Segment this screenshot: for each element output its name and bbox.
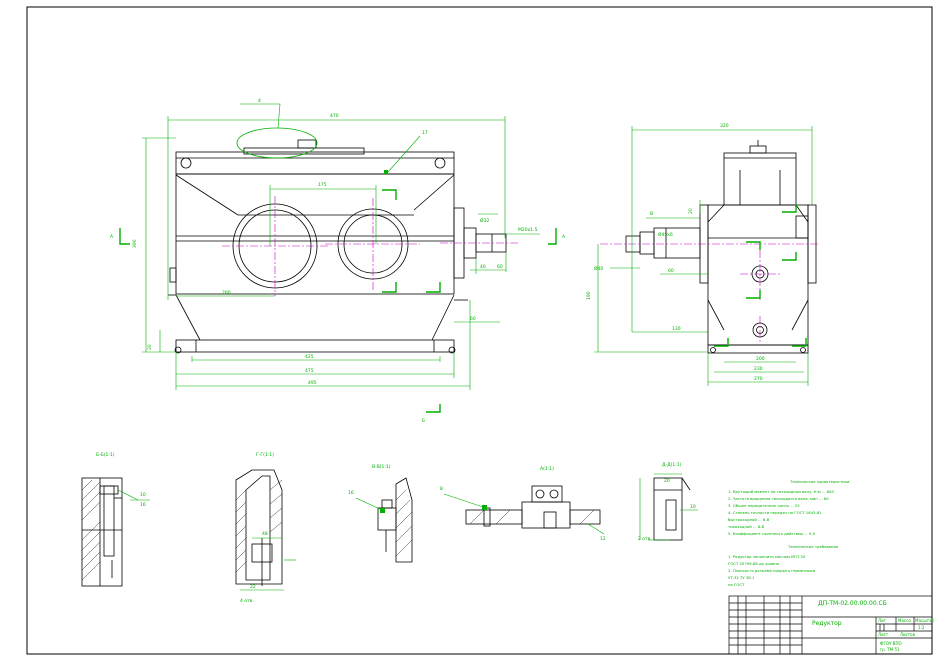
tech-line-5: быстроходной ... 8-В — [728, 517, 770, 522]
tb-scale-value: 1:2 — [918, 625, 925, 630]
detail-2-label: Г-Г(1:1) — [256, 452, 274, 458]
dim-side-axis: 190 — [586, 291, 592, 300]
detail-3-dim1: 16 — [348, 490, 354, 496]
dim-side-b: 60 — [668, 268, 674, 274]
detail-flange-section: Г-Г(1:1) 48 22 4 отв. — [235, 452, 296, 604]
dim-side-a: Ø40 — [594, 265, 603, 272]
tb-sheets: Листов — [900, 632, 916, 637]
detail-5-dim1: 20 — [664, 478, 670, 484]
main-dimensions — [142, 103, 540, 390]
tech-line-4: 4. Степень точности передач по ГОСТ 1643… — [728, 510, 822, 515]
drawing-designation: ДП-ТМ-02.00.00.00.СБ — [818, 600, 887, 607]
dim-side-base: B — [650, 211, 653, 217]
callout-ellipse — [236, 127, 318, 159]
tech2-line-5: по ГОСТ — [728, 582, 745, 587]
detail-2-dim1: 48 — [262, 531, 268, 537]
detail-5-dim2: 10 — [690, 504, 696, 510]
tb-org-2: гр. ТМ-51 — [880, 647, 900, 652]
side-marks — [714, 204, 807, 347]
dim-center-distance: 175 — [318, 182, 327, 188]
detail-plug-section: В-В(1:1) 16 — [348, 464, 413, 563]
dim-foot-inner: 425 — [305, 354, 314, 360]
sheet-frame — [26, 6, 933, 655]
tb-col-mass: Масса — [898, 618, 911, 623]
dim-shaft-end: 60 — [470, 316, 476, 322]
detail-4-dim2: 12 — [600, 536, 606, 542]
tech-line-7: 5. Коэффициент полезного действия ... 0,… — [728, 531, 815, 536]
dim-side-foot-total: 230 — [754, 366, 763, 372]
detail-5-label: Д-Д(1:1) — [662, 462, 682, 468]
detail-1-dim2: 16 — [140, 502, 146, 508]
detail-1-dim1: 10 — [140, 492, 146, 498]
tech-title: Технические характеристики — [789, 479, 850, 484]
dim-keyway: Ø32 — [480, 217, 489, 224]
dim-overall-height: 390 — [132, 239, 138, 248]
detail-shaft-view: А(1:1) 8 12 — [440, 466, 606, 542]
dim-side-callout: 20 — [688, 208, 694, 214]
dim-side-c: 130 — [672, 326, 681, 332]
tech-requirements: Технические характеристики 1. Крутящий м… — [728, 479, 850, 587]
tech-title-2: Технические требования — [787, 544, 838, 549]
dim-shaft-len2: 60 — [497, 264, 503, 270]
section-a-right: A — [562, 234, 566, 240]
detail-cover-section: Д-Д(1:1) 20 10 2 отв. — [638, 462, 698, 542]
dim-foot-width: 475 — [305, 368, 314, 374]
tech-line-2: 2. Частота вращения тихоходного вала, ми… — [728, 496, 829, 501]
callout-number-2: 17 — [422, 130, 428, 136]
section-a-left: A — [110, 234, 114, 240]
title-block — [728, 595, 933, 655]
dim-side-foot: 200 — [756, 356, 765, 362]
tech-line-6: тихоходной ... 8-В — [728, 524, 765, 529]
tech2-line-2: ГОСТ 20799-88 до уровня — [728, 561, 779, 566]
tech-line-3: 3. Общее передаточное число ... 25 — [728, 503, 800, 508]
tech2-line-4: УТ-32 ТУ 38.1 — [728, 575, 755, 580]
detail-bolt-section: Б-Б(1:1) 10 16 — [81, 452, 150, 587]
tb-col-lit: Лит — [878, 618, 887, 623]
tech2-line-3: 2. Плоскость разъёма покрыть герметиком — [728, 568, 815, 573]
drawing-title: Редуктор — [812, 620, 842, 627]
dim-shaft-len: 40 — [480, 264, 486, 270]
dim-shaft-offset: 280 — [222, 290, 231, 296]
dim-base-height: 20 — [147, 344, 153, 350]
dim-shaft-diam: M20x1.5 — [518, 227, 538, 233]
detail-2-note: 4 отв. — [240, 598, 254, 604]
tb-col-scale: Масштаб — [915, 618, 935, 623]
dim-side-shaft: Ø45k6 — [658, 231, 673, 238]
detail-4-dim1: 8 — [440, 486, 443, 492]
detail-5-note: 2 отв. — [638, 536, 652, 542]
tb-sheet: Лист — [878, 632, 889, 637]
callout-number-1: 4 — [258, 98, 261, 104]
tb-org-1: ФГОУ ВПО — [880, 641, 902, 646]
detail-1-label: Б-Б(1:1) — [96, 452, 115, 458]
section-b-mark: Б — [422, 418, 425, 424]
side-dimensions — [594, 126, 813, 386]
dim-overall-length: 470 — [330, 113, 339, 119]
dim-side-width: 320 — [720, 123, 729, 129]
detail-3-label: В-В(1:1) — [372, 464, 391, 470]
detail-2-dim2: 22 — [250, 584, 256, 590]
dim-base-length: 495 — [308, 380, 317, 386]
tech2-line-1: 1. Редуктор заполнить маслом ИГП-30 — [728, 554, 806, 559]
section-marks — [119, 189, 557, 413]
dim-side-feet-span: 270 — [754, 376, 763, 382]
detail-4-label: А(1:1) — [540, 466, 554, 472]
tech-line-1: 1. Крутящий момент на тихоходном валу, Н… — [728, 489, 834, 494]
